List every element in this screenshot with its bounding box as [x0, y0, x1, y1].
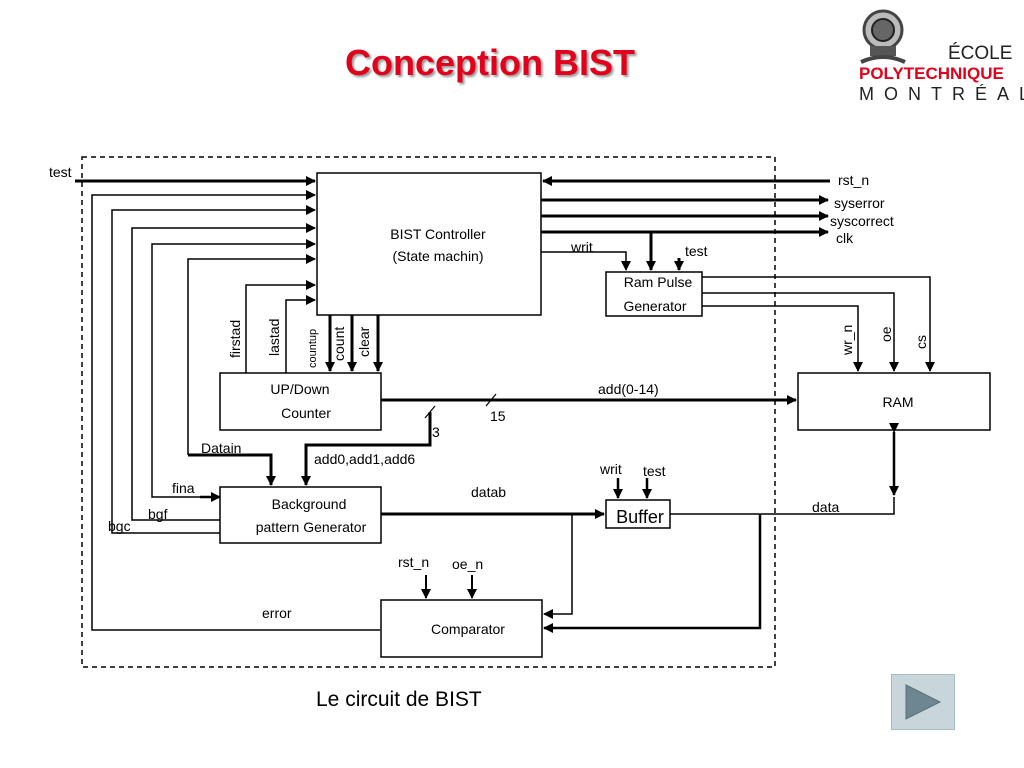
signal-count: count [331, 327, 347, 361]
buffer-label: Buffer [616, 507, 664, 527]
signal-addr-bus: add(0-14) [598, 381, 659, 397]
signal-countup: countup [307, 329, 319, 368]
signal-oe: oe [878, 326, 894, 342]
ram-pulse-label-2: Generator [623, 298, 686, 314]
signal-wr-n: wr_n [839, 325, 855, 356]
signal-error: error [262, 605, 292, 621]
controller-label-2: (State machin) [392, 248, 483, 264]
bist-boundary [81, 156, 776, 668]
bg-label-2: pattern Generator [256, 519, 367, 535]
signal-datain: Datain [201, 440, 241, 456]
signal-lastad: lastad [266, 319, 282, 356]
signal-cs: cs [913, 335, 929, 349]
next-slide-button[interactable] [891, 674, 955, 730]
ram-label: RAM [882, 394, 913, 410]
signal-writ-buf: writ [599, 461, 622, 477]
crest-icon [860, 9, 906, 64]
signal-bgc: bgc [108, 518, 131, 534]
signal-datab: datab [471, 484, 506, 500]
signal-syserror: syserror [834, 195, 885, 211]
ram-block [797, 372, 991, 431]
logo-text-ecole: ÉCOLE [948, 43, 1012, 64]
background-pattern-generator-block [219, 486, 382, 544]
bist-controller-block [316, 172, 542, 316]
signal-firstad: firstad [227, 320, 243, 358]
signal-test-buf: test [643, 463, 666, 479]
logo-text-montreal: MONTRÉAL [859, 84, 1024, 104]
buffer-block [605, 499, 671, 529]
signal-clk: clk [836, 230, 854, 246]
signal-rst-n: rst_n [838, 172, 869, 188]
signal-bgf: bgf [148, 506, 168, 522]
bg-label-1: Background [272, 496, 347, 512]
signal-test-in: test [49, 164, 72, 180]
signal-fina: fina [172, 480, 195, 496]
logo-text-polytechnique: POLYTECHNIQUE [859, 64, 1004, 83]
ram-pulse-generator-block [605, 271, 703, 317]
comparator-block [380, 599, 543, 658]
signal-syscorrect: syscorrect [830, 213, 894, 229]
signal-oe-n: oe_n [452, 556, 483, 572]
ram-pulse-label-1: Ram Pulse [624, 274, 693, 290]
signal-clear: clear [356, 326, 372, 357]
play-triangle-icon [905, 684, 942, 720]
slide-title: Conception BIST [345, 42, 635, 83]
signal-rst-n-cmp: rst_n [398, 554, 429, 570]
signal-add-bits: add0,add1,add6 [314, 451, 415, 467]
signal-bus-width-3: 3 [432, 424, 440, 440]
figure-caption: Le circuit de BIST [316, 688, 482, 711]
signal-test-pulse: test [685, 243, 708, 259]
controller-label-1: BIST Controller [390, 226, 486, 242]
signal-data: data [812, 499, 839, 515]
school-logo: ÉCOLE POLYTECHNIQUE MONTRÉAL [859, 9, 1024, 104]
signal-bus-width-15: 15 [490, 408, 506, 424]
signal-writ-ctrl: writ [570, 239, 593, 255]
comparator-label: Comparator [431, 621, 505, 637]
counter-label-2: Counter [281, 405, 331, 421]
counter-label-1: UP/Down [270, 381, 329, 397]
wires [75, 176, 935, 633]
